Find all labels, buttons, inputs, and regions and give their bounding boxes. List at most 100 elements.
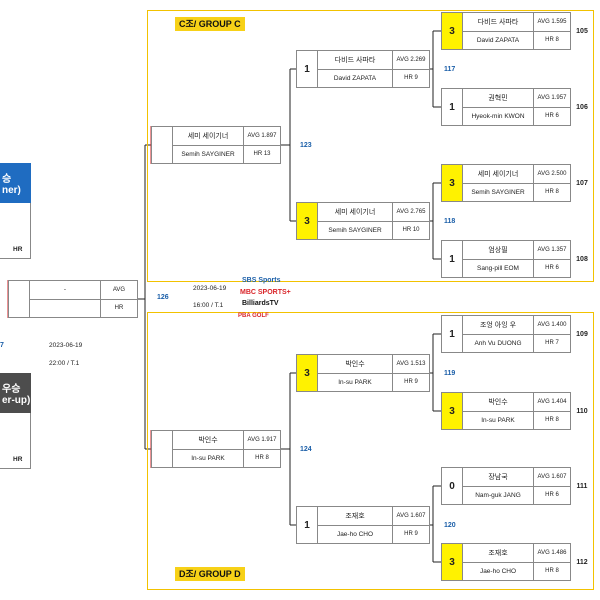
seed-box xyxy=(152,127,173,163)
player-name-kr: 엄상필 xyxy=(488,246,508,254)
runner-up-label-2: er-up) xyxy=(2,395,31,406)
player-name-en: Sang-pill EOM xyxy=(477,264,519,272)
player-avg: AVG 1.486 xyxy=(533,544,570,562)
player-name-en: Jae-ho CHO xyxy=(336,530,374,538)
player-name-kr: 세미 세이기너 xyxy=(334,208,376,216)
final-card: -AVG HR xyxy=(8,280,138,318)
group-c-frame xyxy=(147,10,594,282)
score: 1 xyxy=(442,241,463,277)
left-link-num: 7 xyxy=(0,342,4,349)
final-avg: AVG xyxy=(100,281,137,299)
player-avg: AVG 2.765 xyxy=(392,203,429,221)
match-number: 107 xyxy=(576,179,588,187)
sbs-sports-logo: SBS Sports xyxy=(242,277,281,284)
link-118: 118 xyxy=(444,218,456,225)
player-hr: HR 8 xyxy=(243,449,280,467)
player-hr: HR 13 xyxy=(243,145,280,163)
group-d-frame xyxy=(147,312,594,590)
player-name-en: Hyeok-min KWON xyxy=(471,112,525,120)
score: 1 xyxy=(442,89,463,125)
link-124: 124 xyxy=(300,446,312,453)
match-number: 105 xyxy=(576,27,588,35)
player-name-kr: 다비드 사파타 xyxy=(477,18,519,26)
final-date: 2023-06-19 xyxy=(193,285,227,292)
player-name-kr: 장남국 xyxy=(488,473,508,481)
player-hr: HR 6 xyxy=(533,107,570,125)
player-name-kr: 박인수 xyxy=(488,398,508,406)
runner-up-header: 우승 er-up) xyxy=(0,373,31,413)
player-avg: AVG 1.607 xyxy=(392,507,429,525)
link-126: 126 xyxy=(157,294,169,301)
player-avg: AVG 1.513 xyxy=(392,355,429,373)
runner-up-label-1: 우승 xyxy=(2,384,21,395)
player-name-en: Semih SAYGINER xyxy=(471,188,525,196)
player-name-kr: 조엉 아잉 우 xyxy=(479,321,517,329)
final-player-name: - xyxy=(63,286,67,294)
winner-label-1: 승 xyxy=(2,174,12,185)
player-avg: AVG 2.500 xyxy=(533,165,570,183)
group-d-label: D조/ GROUP D xyxy=(175,567,245,581)
player-hr: HR 9 xyxy=(392,373,429,391)
player-name-kr: 다비드 사파타 xyxy=(334,56,376,64)
left-date: 2023-06-19 xyxy=(49,342,83,349)
score: 3 xyxy=(442,544,463,580)
player-hr: HR 8 xyxy=(533,183,570,201)
player-hr: HR 6 xyxy=(533,486,570,504)
player-name-en: Nam-guk JANG xyxy=(475,491,521,499)
player-hr: HR 10 xyxy=(392,221,429,239)
player-name-en: In-su PARK xyxy=(191,454,225,462)
player-name-kr: 박인수 xyxy=(198,436,218,444)
player-name-en: Jae-ho CHO xyxy=(479,567,517,575)
link-123: 123 xyxy=(300,142,312,149)
player-name-en: Semih SAYGINER xyxy=(181,150,235,158)
match-number: 111 xyxy=(576,482,588,490)
player-name-en: David ZAPATA xyxy=(333,74,377,82)
player-hr: HR 8 xyxy=(533,31,570,49)
winner-label-2: ner) xyxy=(2,185,21,196)
winner-header: 승 ner) xyxy=(0,163,31,203)
player-name-kr: 권혁민 xyxy=(488,94,508,102)
score: 3 xyxy=(442,165,463,201)
mbc-sports-logo: MBC SPORTS+ xyxy=(240,289,291,296)
player-hr: HR 7 xyxy=(533,334,570,352)
player-name-en: In-su PARK xyxy=(338,378,372,386)
player-avg: AVG 1.404 xyxy=(533,393,570,411)
link-119: 119 xyxy=(444,370,456,377)
runner-up-hr: HR xyxy=(13,456,23,463)
link-117: 117 xyxy=(444,66,456,73)
player-name-kr: 세미 세이기너 xyxy=(477,170,519,178)
score: 1 xyxy=(442,316,463,352)
match-number: 112 xyxy=(576,558,588,566)
player-avg: AVG 1.897 xyxy=(243,127,280,145)
player-name-kr: 박인수 xyxy=(345,360,365,368)
player-hr: HR 9 xyxy=(392,69,429,87)
score: 3 xyxy=(442,393,463,429)
player-avg: AVG 1.917 xyxy=(243,431,280,449)
score: 3 xyxy=(297,355,318,391)
match-number: 108 xyxy=(576,255,588,263)
score: 1 xyxy=(297,507,318,543)
player-avg: AVG 1.357 xyxy=(533,241,570,259)
player-hr: HR 6 xyxy=(533,259,570,277)
score: 1 xyxy=(297,51,318,87)
billiards-tv-logo: BilliardsTV xyxy=(242,300,279,307)
player-name-kr: 조재호 xyxy=(345,512,365,520)
match-number: 109 xyxy=(576,330,588,338)
player-name-en: David ZAPATA xyxy=(476,36,520,44)
player-hr: HR 8 xyxy=(533,411,570,429)
match-number: 110 xyxy=(576,407,588,415)
player-name-en: In-su PARK xyxy=(481,416,515,424)
winner-hr: HR xyxy=(13,246,23,253)
score: 3 xyxy=(442,13,463,49)
